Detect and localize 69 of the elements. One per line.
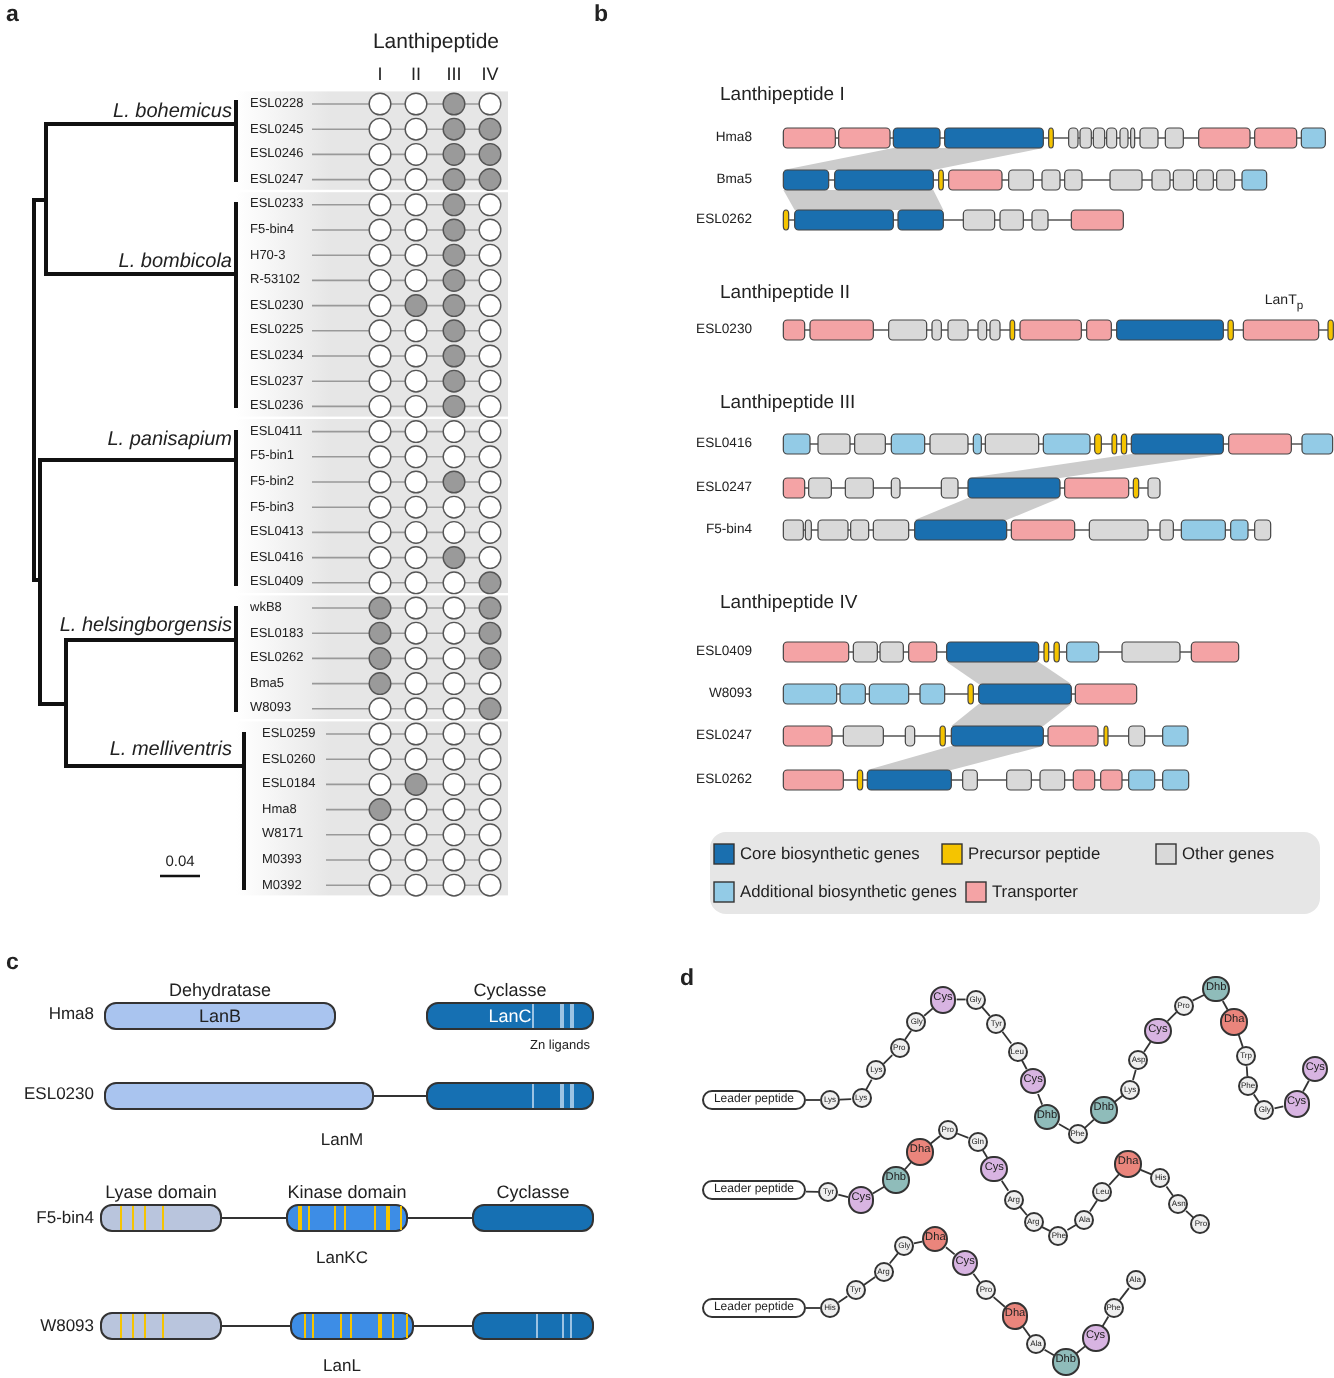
species-name: L. helsingborgensis — [59, 615, 232, 637]
species-name: L. melliventris — [109, 739, 232, 761]
legend-label: Precursor peptide — [968, 844, 1101, 864]
connector-line — [1043, 1348, 1055, 1357]
connector-line — [945, 1246, 956, 1256]
domain-label: Kinase domain — [287, 1180, 407, 1204]
legend-label: Other genes — [1182, 844, 1275, 864]
connector-line — [1302, 1079, 1310, 1093]
protein-name: LanB — [198, 1006, 242, 1026]
column-label: IV — [481, 66, 499, 86]
domain-label: Lyase domain — [105, 1180, 217, 1204]
strain-label: Hma8 — [48, 1004, 94, 1024]
strain-label: F5-bin4 — [36, 1208, 94, 1228]
connector-line — [956, 1132, 970, 1139]
connector-line — [1084, 1118, 1095, 1129]
strain-label: ESL0230 — [24, 1084, 94, 1104]
connector-line — [913, 1240, 923, 1245]
legend-label: Additional biosynthetic genes — [740, 882, 957, 902]
panel-letter: c — [6, 951, 19, 977]
section-title: Lanthipeptide IV — [720, 593, 858, 615]
species-name: L. bombicola — [118, 251, 232, 273]
connector-line — [407, 1217, 473, 1219]
connector-line — [413, 1325, 473, 1327]
panel-letter: a — [6, 3, 19, 29]
section-title: Lanthipeptide III — [720, 393, 856, 415]
connector-line — [888, 1252, 899, 1265]
connector-line — [805, 1307, 821, 1309]
connector-line — [1108, 1173, 1120, 1186]
protein-name: LanM — [320, 1130, 364, 1150]
connector-line — [221, 1217, 287, 1219]
connector-line — [981, 1006, 991, 1018]
connector-line — [805, 1099, 821, 1101]
legend-label: Transporter — [992, 882, 1078, 902]
connector-line — [1037, 1093, 1044, 1106]
protein-name: LanL — [323, 1356, 361, 1376]
connector-line — [1000, 1179, 1010, 1192]
connector-line — [1273, 1105, 1285, 1110]
connector-line — [972, 1272, 981, 1284]
column-label: II — [411, 66, 421, 86]
connector-line — [373, 1095, 427, 1097]
section-title: Lanthipeptide II — [720, 283, 850, 305]
panel-letter: b — [594, 3, 609, 29]
connector-line — [837, 1193, 849, 1199]
connector-line — [923, 1007, 934, 1017]
connector-line — [1089, 1199, 1098, 1213]
legend-label: Core biosynthetic genes — [740, 844, 920, 864]
column-label: I — [377, 66, 383, 86]
connector-line — [1245, 1065, 1249, 1078]
connector-line — [1001, 1030, 1013, 1045]
connector-line — [1132, 1069, 1137, 1081]
panel-letter: d — [680, 967, 695, 993]
domain-label: Cyclasse — [496, 1180, 570, 1204]
connector-line — [904, 1029, 912, 1041]
strain-label: W8093 — [40, 1316, 94, 1336]
domain-label: Cyclasse — [473, 978, 547, 1002]
connector-line — [221, 1325, 291, 1327]
connector-line — [837, 1295, 849, 1304]
column-label: III — [446, 66, 462, 86]
domain-label: Dehydratase — [168, 978, 272, 1002]
protein-name: LanKC — [316, 1248, 368, 1268]
connector-line — [992, 1296, 1006, 1308]
section-title: Lanthipeptide I — [720, 85, 845, 107]
connector-line — [1165, 1185, 1174, 1197]
species-name: L. bohemicus — [113, 101, 232, 123]
species-name: L. panisapium — [107, 429, 232, 451]
protein-name: LanC — [488, 1006, 532, 1026]
column-header: Lanthipeptide — [372, 32, 500, 56]
connector-line — [805, 1190, 820, 1193]
connector-line — [839, 1098, 853, 1101]
